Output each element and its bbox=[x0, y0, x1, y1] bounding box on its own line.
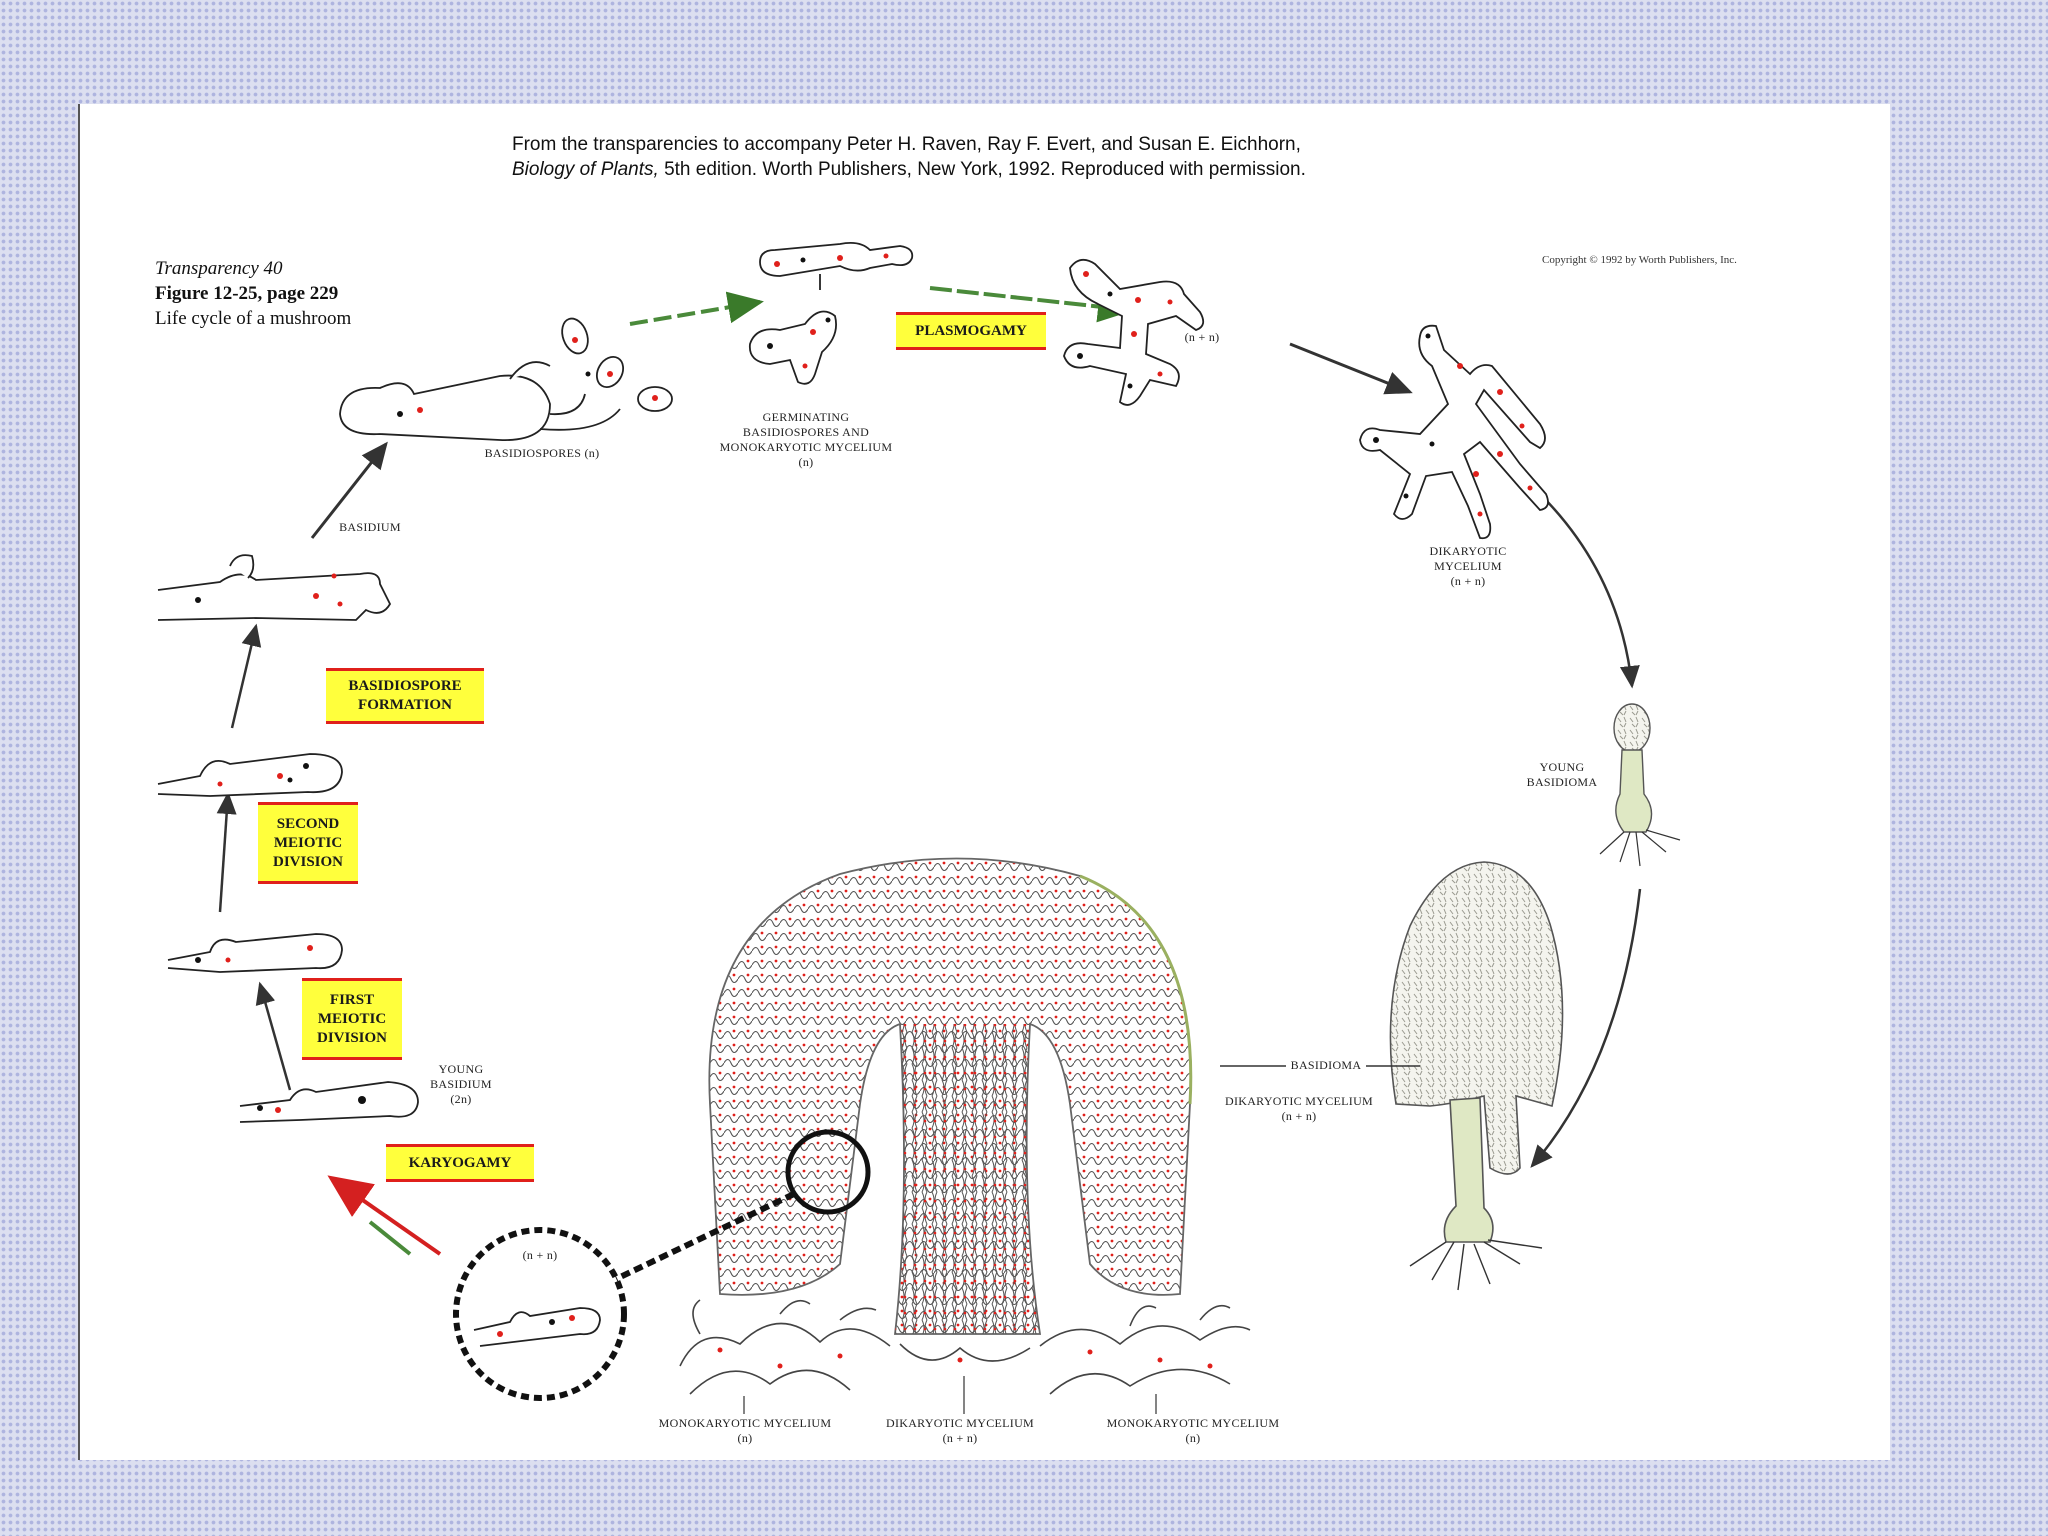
credit-line-2: Biology of Plants, 5th edition. Worth Pu… bbox=[512, 157, 1306, 182]
label-basidiospores: BASIDIOSPORES (n) bbox=[484, 446, 600, 460]
slide-panel: From the transparencies to accompany Pet… bbox=[78, 104, 1890, 1460]
label-young-basidium: YOUNG BASIDIUM (2n) bbox=[430, 1062, 492, 1106]
figure-reference: Figure 12-25, page 229 bbox=[155, 283, 339, 304]
label-young-basidioma: YOUNG BASIDIOMA bbox=[1526, 760, 1598, 789]
stage-karyogamy: KARYOGAMY bbox=[386, 1144, 534, 1182]
stage-first-meiotic-division: FIRST MEIOTIC DIVISION bbox=[302, 978, 402, 1060]
transparency-number: Transparency 40 bbox=[155, 258, 283, 279]
book-title: Biology of Plants, bbox=[512, 159, 659, 180]
label-monokaryotic-mycelium-left: MONOKARYOTIC MYCELIUM (n) bbox=[658, 1416, 832, 1445]
credit-text: From the transparencies to accompany Pet… bbox=[512, 132, 1306, 182]
label-germinating-basidiospores: GERMINATING BASIDIOSPORES AND MONOKARYOT… bbox=[719, 410, 893, 469]
label-dikaryotic-mycelium-bottom: DIKARYOTIC MYCELIUM (n + n) bbox=[885, 1416, 1035, 1445]
label-dikaryotic-mycelium-right: DIKARYOTIC MYCELIUM (n + n) bbox=[1429, 544, 1507, 588]
stage-basidiospore-formation: BASIDIOSPORE FORMATION bbox=[326, 668, 484, 724]
label-n-plus-n-circle: (n + n) bbox=[522, 1248, 558, 1262]
figure-meta: Transparency 40 Figure 12-25, page 229 L… bbox=[155, 256, 351, 331]
copyright-notice: Copyright © 1992 by Worth Publishers, In… bbox=[1542, 254, 1737, 266]
stage-second-meiotic-division: SECOND MEIOTIC DIVISION bbox=[258, 802, 358, 884]
credit-line-2-rest: 5th edition. Worth Publishers, New York,… bbox=[658, 159, 1306, 180]
label-basidium: BASIDIUM bbox=[339, 520, 401, 534]
label-basidioma: BASIDIOMA bbox=[1290, 1058, 1362, 1072]
label-n-plus-n-top: (n + n) bbox=[1184, 330, 1220, 344]
figure-caption: Life cycle of a mushroom bbox=[155, 308, 352, 329]
life-cycle-diagram bbox=[157, 241, 1681, 1414]
stage-plasmogamy: PLASMOGAMY bbox=[896, 312, 1046, 350]
credit-line-1: From the transparencies to accompany Pet… bbox=[512, 134, 1301, 155]
label-dikaryotic-mycelium-mid: DIKARYOTIC MYCELIUM (n + n) bbox=[1224, 1094, 1374, 1123]
label-monokaryotic-mycelium-right: MONOKARYOTIC MYCELIUM (n) bbox=[1106, 1416, 1280, 1445]
